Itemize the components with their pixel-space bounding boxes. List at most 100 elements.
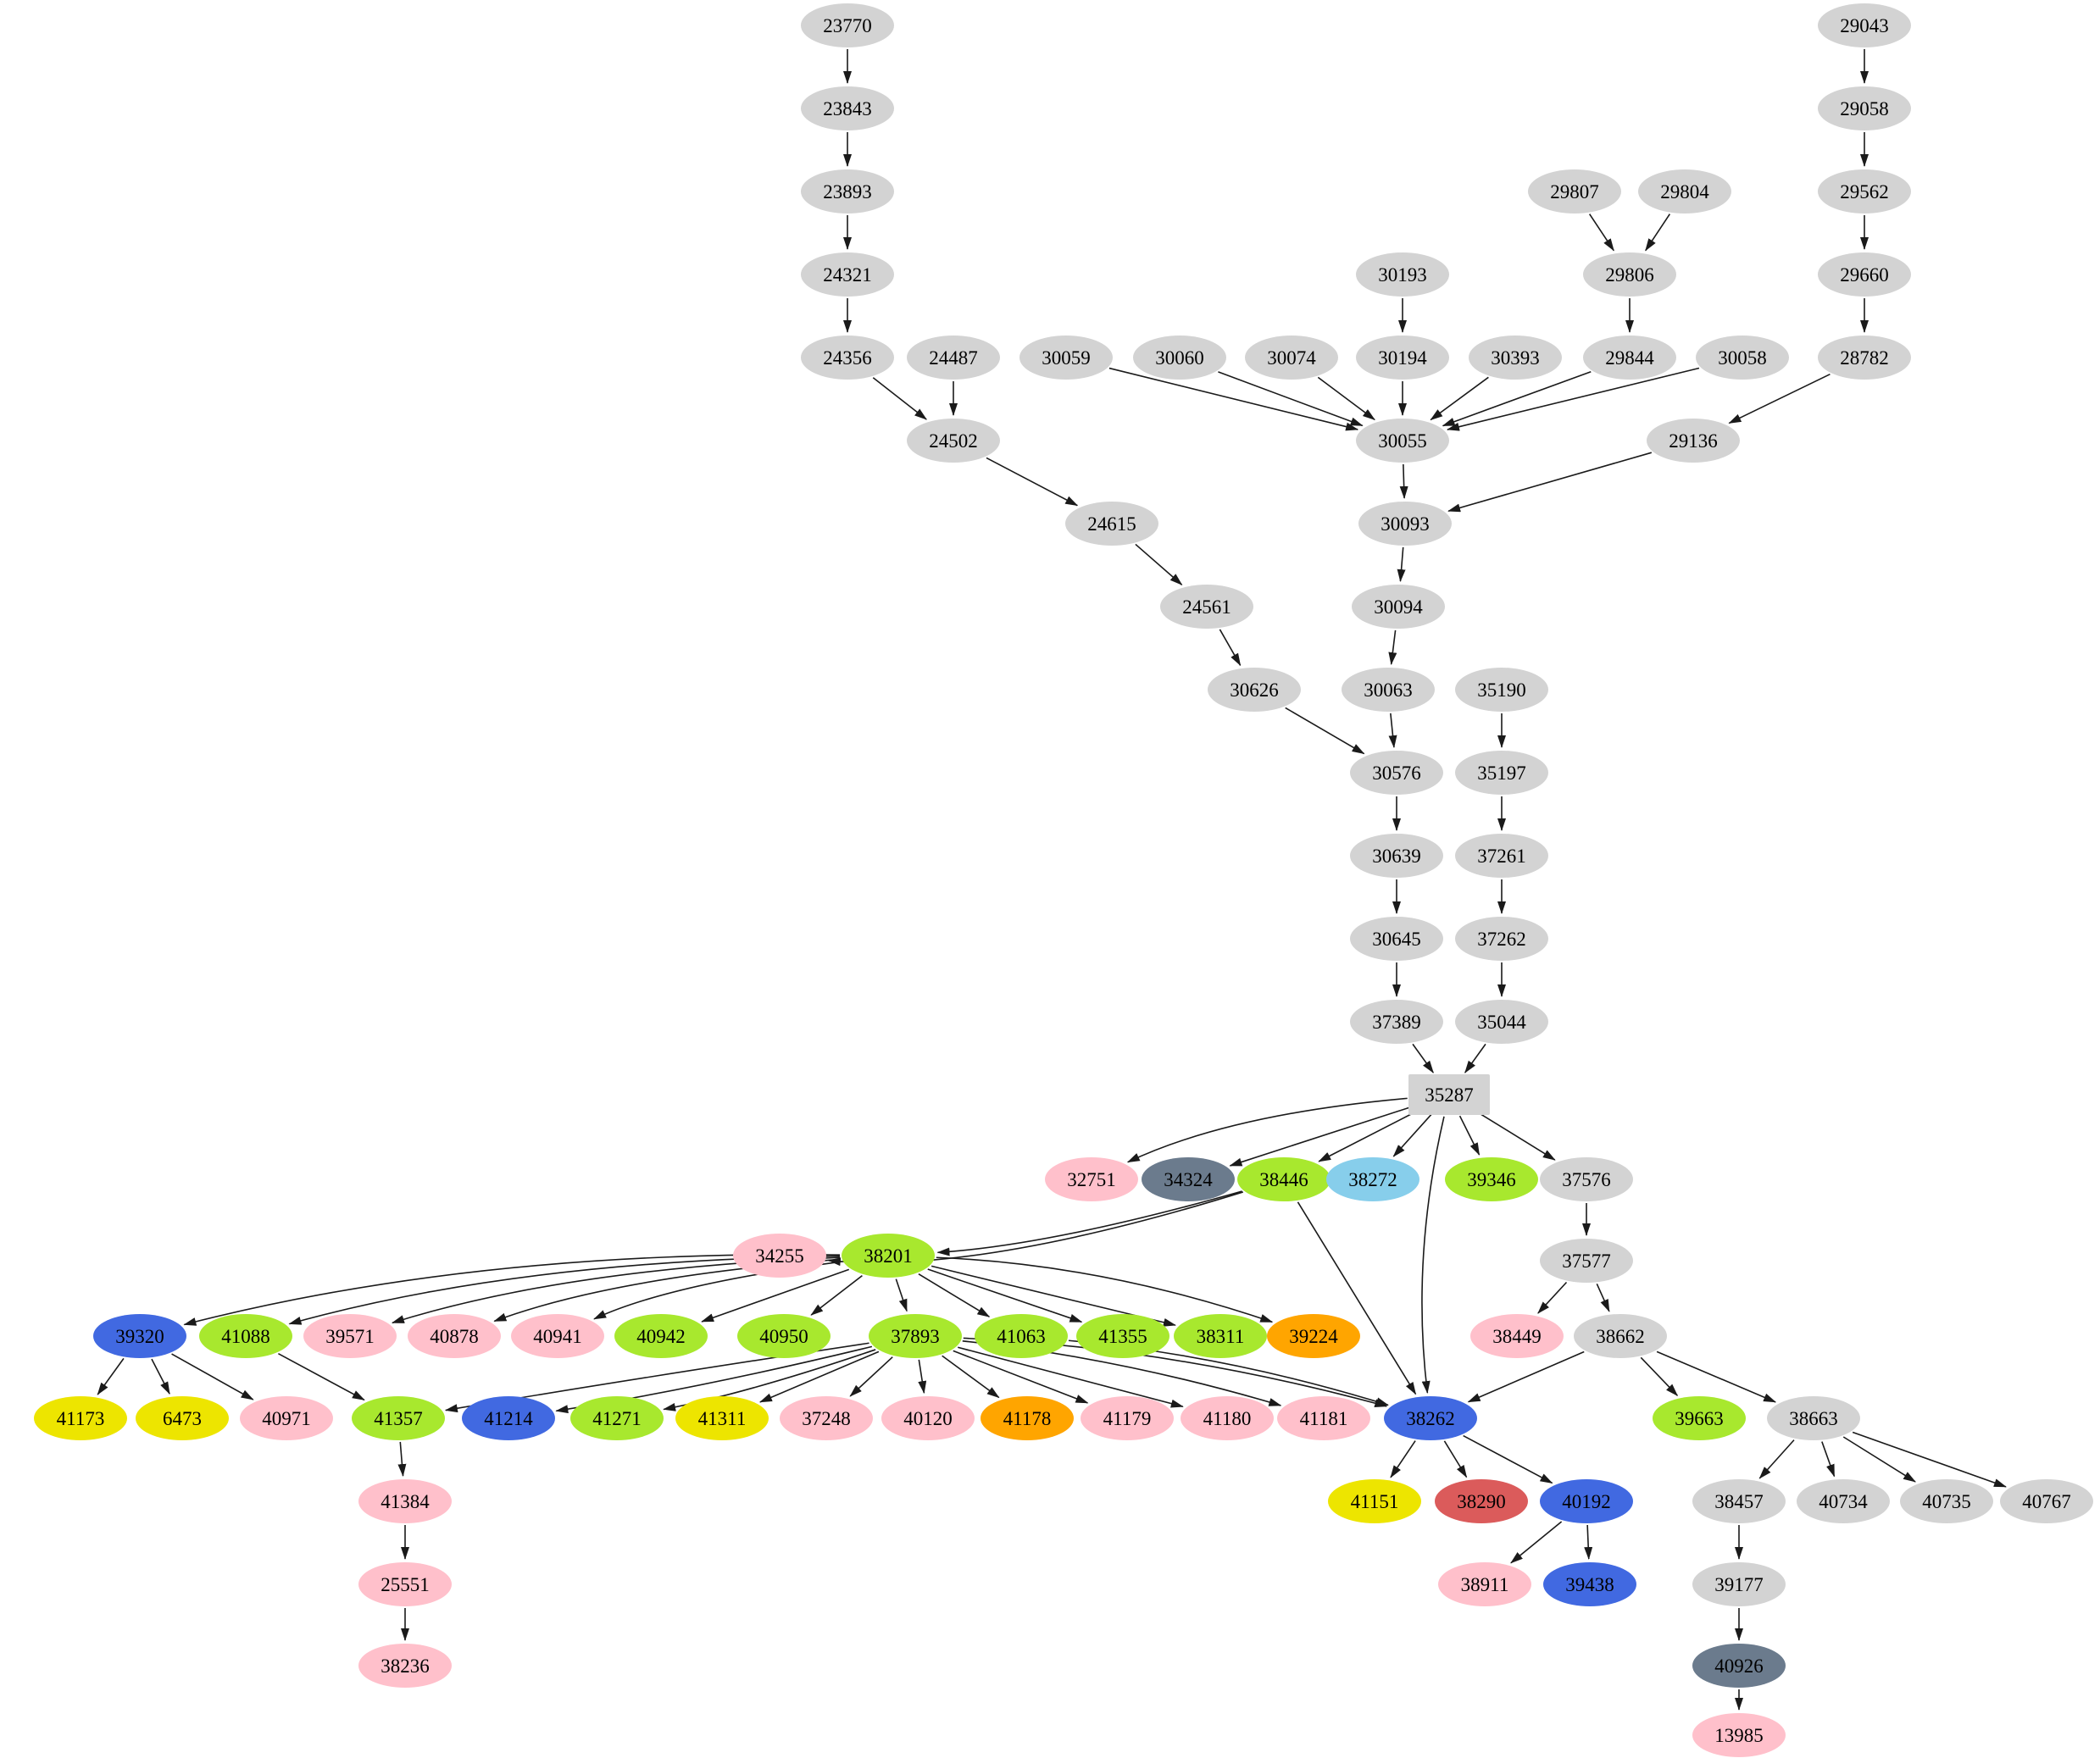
edge-39320-6473 <box>151 1358 170 1395</box>
edge-30058-30055 <box>1447 367 1700 431</box>
edge-29807-29806 <box>1588 214 1614 252</box>
graph-node-30063: 30063 <box>1342 668 1435 712</box>
node-label: 39663 <box>1675 1407 1724 1429</box>
node-label: 39224 <box>1289 1325 1338 1347</box>
node-label: 30639 <box>1372 845 1421 867</box>
node-label: 38446 <box>1259 1168 1308 1190</box>
graph-node-25551: 25551 <box>358 1562 452 1606</box>
node-label: 40950 <box>759 1325 808 1347</box>
graph-node-29136: 29136 <box>1647 419 1740 463</box>
edge-38663-40767 <box>1852 1431 2007 1488</box>
edge-38201-41063 <box>918 1273 991 1317</box>
graph-node-38662: 38662 <box>1574 1314 1667 1358</box>
node-label: 13985 <box>1714 1724 1764 1746</box>
graph-node-30393: 30393 <box>1469 336 1562 380</box>
node-label: 37389 <box>1372 1011 1421 1033</box>
edge-24502-24615 <box>986 457 1079 507</box>
node-label: 40192 <box>1562 1490 1611 1512</box>
node-label: 38457 <box>1714 1490 1764 1512</box>
graph-node-24561: 24561 <box>1160 585 1253 629</box>
edge-35287-38446 <box>1318 1109 1419 1162</box>
graph-node-40767: 40767 <box>2000 1479 2093 1523</box>
node-label: 40767 <box>2022 1490 2071 1512</box>
node-label: 39438 <box>1565 1573 1614 1595</box>
edge-38663-40734 <box>1821 1441 1836 1478</box>
graph-node-38290: 38290 <box>1435 1479 1528 1523</box>
edge-35287-32751 <box>1126 1097 1408 1163</box>
graph-node-34255: 34255 <box>733 1234 826 1278</box>
graph-node-30058: 30058 <box>1696 336 1789 380</box>
node-label: 30645 <box>1372 928 1421 950</box>
edge-29804-29806 <box>1645 214 1671 252</box>
graph-node-40941: 40941 <box>511 1314 604 1358</box>
edge-38262-41151 <box>1390 1440 1416 1478</box>
node-label: 38662 <box>1596 1325 1645 1347</box>
node-label: 29562 <box>1840 180 1889 202</box>
graph-node-30059: 30059 <box>1019 336 1113 380</box>
node-label: 38663 <box>1789 1407 1838 1429</box>
graph-node-23893: 23893 <box>801 169 894 214</box>
node-label: 35044 <box>1477 1011 1526 1033</box>
edge-29844-30055 <box>1442 370 1592 427</box>
node-label: 23893 <box>823 180 872 202</box>
node-label: 41181 <box>1299 1407 1348 1429</box>
node-label: 40942 <box>636 1325 686 1347</box>
node-label: 24502 <box>929 430 978 452</box>
node-label: 24561 <box>1182 596 1231 618</box>
graph-node-24502: 24502 <box>907 419 1000 463</box>
node-label: 28782 <box>1840 347 1889 369</box>
node-label: 30194 <box>1378 347 1427 369</box>
graph-node-38272: 38272 <box>1326 1157 1419 1201</box>
graph-node-40734: 40734 <box>1797 1479 1890 1523</box>
node-label: 23843 <box>823 97 872 119</box>
edge-35287-38262 <box>1421 1116 1445 1395</box>
node-label: 40941 <box>533 1325 582 1347</box>
node-label: 30055 <box>1378 430 1427 452</box>
edge-35287-34324 <box>1229 1106 1414 1167</box>
graph-node-35197: 35197 <box>1455 751 1548 795</box>
graph-node-38446: 38446 <box>1237 1157 1331 1201</box>
node-label: 24487 <box>929 347 978 369</box>
node-label: 29844 <box>1605 347 1654 369</box>
edge-35044-35287 <box>1464 1043 1486 1073</box>
graph-node-39438: 39438 <box>1543 1562 1636 1606</box>
node-label: 30094 <box>1374 596 1423 618</box>
node-label: 35287 <box>1425 1084 1474 1106</box>
node-label: 32751 <box>1067 1168 1116 1190</box>
graph-node-24321: 24321 <box>801 252 894 297</box>
node-label: 30074 <box>1267 347 1316 369</box>
graph-node-40735: 40735 <box>1900 1479 1993 1523</box>
node-label: 41179 <box>1103 1407 1152 1429</box>
edge-37893-41180 <box>958 1346 1184 1408</box>
graph-node-30645: 30645 <box>1350 917 1443 961</box>
edge-38262-40192 <box>1463 1434 1553 1484</box>
graph-node-30060: 30060 <box>1133 336 1226 380</box>
edge-38662-39663 <box>1640 1356 1679 1396</box>
node-label: 40926 <box>1714 1655 1764 1677</box>
graph-node-32751: 32751 <box>1045 1157 1138 1201</box>
graph-node-37893: 37893 <box>869 1314 962 1358</box>
node-label: 30059 <box>1042 347 1091 369</box>
graph-node-40942: 40942 <box>614 1314 708 1358</box>
edge-37893-41179 <box>953 1350 1089 1404</box>
graph-node-29660: 29660 <box>1818 252 1911 297</box>
graph-node-39346: 39346 <box>1445 1157 1538 1201</box>
node-label: 41088 <box>221 1325 270 1347</box>
graph-node-39320: 39320 <box>93 1314 186 1358</box>
edge-38662-38262 <box>1467 1350 1585 1403</box>
graph-node-37262: 37262 <box>1455 917 1548 961</box>
graph-node-39663: 39663 <box>1653 1396 1746 1440</box>
edge-29136-30093 <box>1447 452 1653 513</box>
edge-37893-41178 <box>942 1355 1000 1399</box>
edge-38663-40735 <box>1842 1436 1916 1483</box>
graph-node-38663: 38663 <box>1767 1396 1860 1440</box>
node-label: 29043 <box>1840 14 1889 36</box>
node-label: 39177 <box>1714 1573 1764 1595</box>
node-label: 30193 <box>1378 263 1427 286</box>
node-label: 37577 <box>1562 1250 1611 1272</box>
node-label: 41178 <box>1003 1407 1052 1429</box>
edge-35287-37576 <box>1475 1111 1556 1161</box>
node-label: 39346 <box>1467 1168 1516 1190</box>
node-label: 30093 <box>1381 513 1430 535</box>
graph-node-41178: 41178 <box>981 1396 1074 1440</box>
